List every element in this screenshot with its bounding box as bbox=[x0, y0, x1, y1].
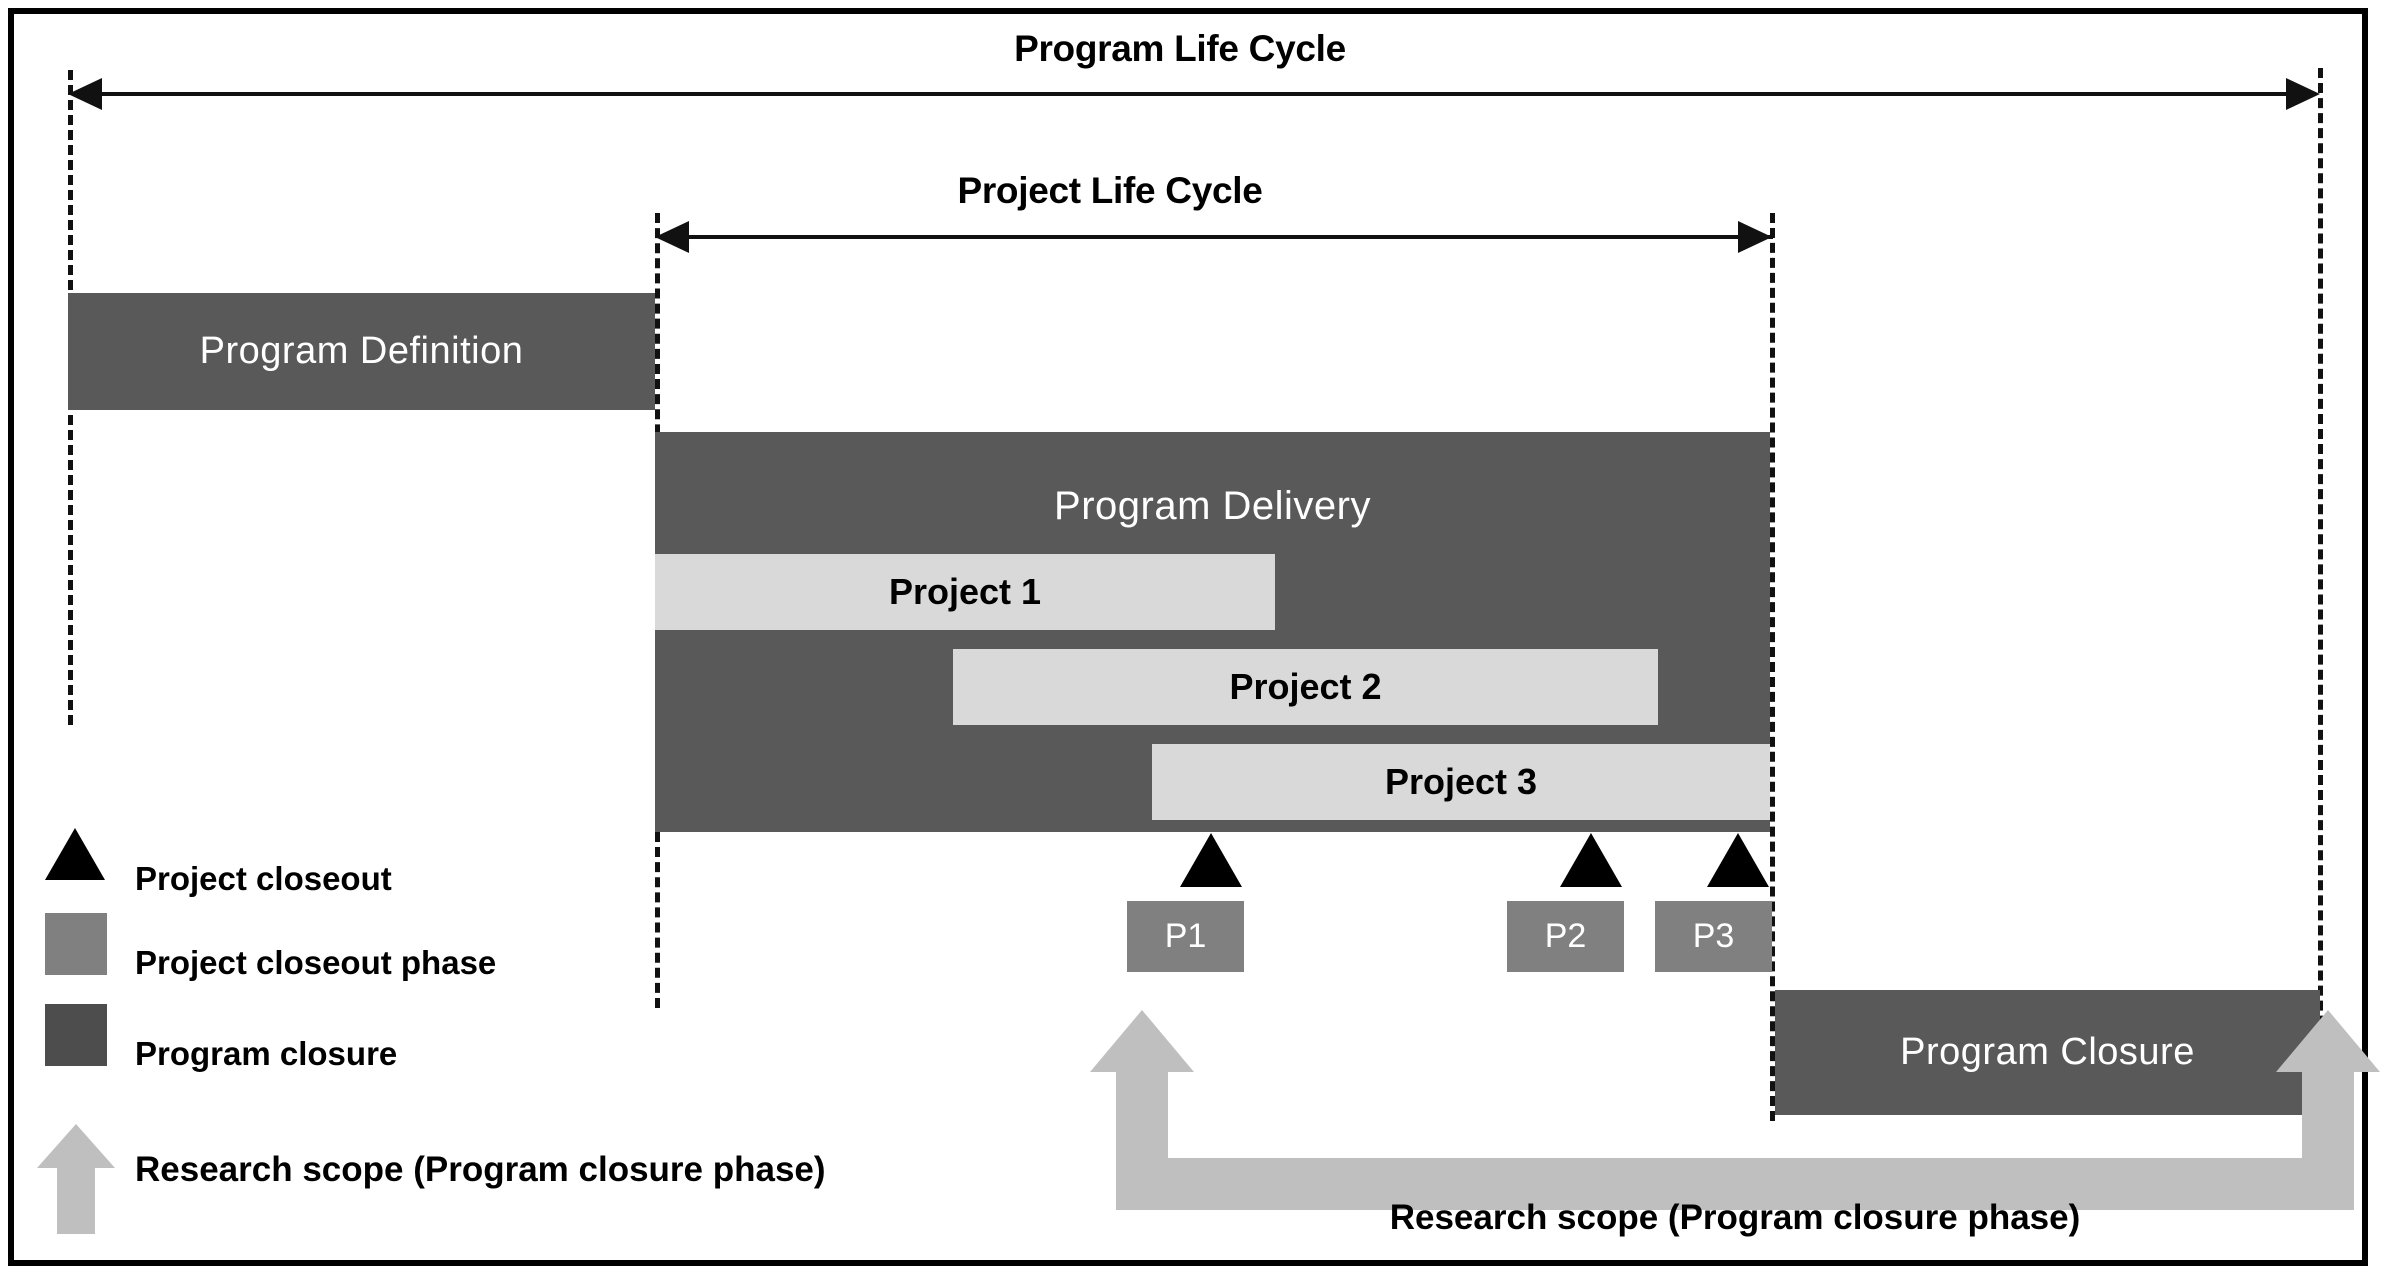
legend-up-arrow-icon bbox=[37, 1124, 115, 1234]
legend-triangle-icon bbox=[45, 828, 105, 880]
program-life-cycle-label: Program Life Cycle bbox=[1014, 28, 1346, 69]
project-closeout-phase-p2: P2 bbox=[1507, 901, 1624, 972]
project-3-bar: Project 3 bbox=[1152, 744, 1770, 820]
project-life-cycle-arrow-left bbox=[655, 221, 689, 253]
program-life-cycle-arrow-line bbox=[76, 92, 2316, 96]
diagram-border bbox=[8, 8, 2368, 1266]
legend-square-icon-program-closure bbox=[45, 1004, 107, 1066]
legend-label-research-scope: Research scope (Program closure phase) bbox=[135, 1150, 826, 1189]
project-closeout-triangle-p1 bbox=[1180, 833, 1242, 887]
project-1-bar: Project 1 bbox=[655, 554, 1275, 630]
project-closeout-triangle-p2 bbox=[1560, 833, 1622, 887]
project-life-cycle-arrow-right bbox=[1738, 221, 1772, 253]
research-scope-shape bbox=[1090, 1010, 2380, 1210]
legend-square-icon-closeout-phase bbox=[45, 913, 107, 975]
project-life-cycle-arrow-line bbox=[663, 235, 1773, 239]
project-closeout-triangle-p3 bbox=[1707, 833, 1769, 887]
program-end-dashed-line bbox=[2318, 68, 2323, 1146]
legend-label-program-closure: Program closure bbox=[135, 1035, 398, 1072]
legend-label-project-closeout-phase: Project closeout phase bbox=[135, 944, 497, 981]
program-life-cycle-arrow-right bbox=[2286, 78, 2320, 110]
research-scope-label: Research scope (Program closure phase) bbox=[1389, 1198, 2081, 1237]
project-life-cycle-label: Project Life Cycle bbox=[957, 170, 1263, 211]
project-2-bar: Project 2 bbox=[953, 649, 1658, 725]
program-life-cycle-arrow-left bbox=[68, 78, 102, 110]
project-closeout-phase-p1: P1 bbox=[1127, 901, 1244, 972]
program-delivery-label: Program Delivery bbox=[1054, 484, 1371, 528]
project-end-dashed-line bbox=[1770, 213, 1775, 1121]
legend-label-project-closeout: Project closeout bbox=[135, 860, 392, 897]
program-closure-bar: Program Closure bbox=[1775, 990, 2320, 1115]
program-definition-bar: Program Definition bbox=[68, 293, 655, 410]
project-closeout-phase-p3: P3 bbox=[1655, 901, 1772, 972]
